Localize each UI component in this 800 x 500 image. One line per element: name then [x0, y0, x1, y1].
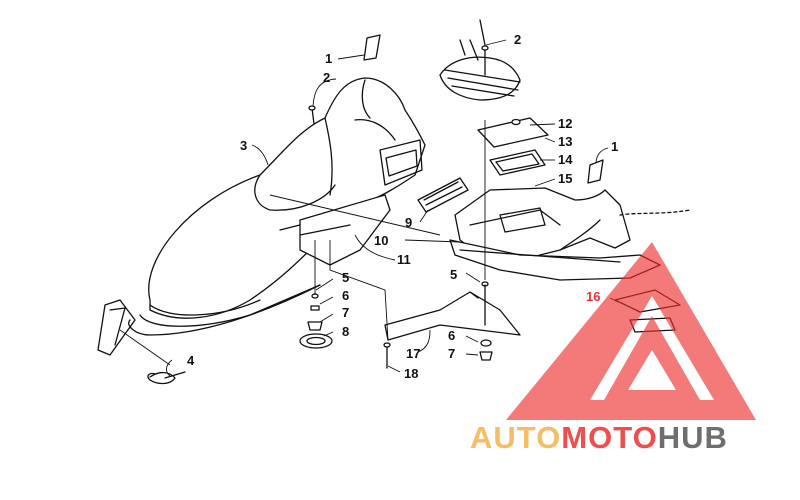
callout-17: 17 — [406, 346, 420, 361]
callout-leaders — [166, 39, 619, 377]
vent-part — [417, 177, 469, 213]
svg-text:AUTOMOTOHUB: AUTOMOTOHUB — [470, 420, 728, 455]
callout-15: 15 — [558, 171, 572, 186]
watermark-hub: HUB — [658, 420, 728, 455]
hood-part — [128, 77, 426, 336]
watermark-moto: MOTO — [561, 420, 657, 455]
watermark-auto: AUTO — [470, 420, 561, 455]
callout-9: 9 — [405, 215, 412, 230]
cable-part — [619, 209, 691, 216]
callout-11: 11 — [397, 252, 411, 267]
callout-7-right: 7 — [448, 346, 455, 361]
callout-4: 4 — [187, 353, 195, 368]
callout-2-left: 2 — [323, 70, 330, 85]
callout-13: 13 — [558, 134, 572, 149]
callout-14: 14 — [558, 152, 573, 167]
callout-3: 3 — [240, 138, 247, 153]
callout-12: 12 — [558, 116, 572, 131]
console-part — [454, 187, 631, 261]
callout-2-top: 2 — [514, 32, 521, 47]
cover-plate-part — [477, 117, 549, 148]
callout-6-right: 6 — [448, 328, 455, 343]
watermark-triangle-icon — [506, 242, 756, 420]
cap-right-part — [587, 159, 604, 184]
callout-1-right: 1 — [611, 139, 618, 154]
callout-1-top: 1 — [325, 51, 332, 66]
center-lines — [119, 120, 486, 366]
cap-top-part — [363, 34, 381, 61]
reflector-left-part — [97, 299, 136, 356]
callout-5-right: 5 — [450, 267, 457, 282]
callout-6-left: 6 — [342, 288, 349, 303]
right-fastener-stack — [479, 281, 493, 361]
screw-left-part — [308, 105, 316, 125]
upper-bracket-part — [439, 19, 521, 101]
callout-5-left: 5 — [342, 270, 349, 285]
callout-labels: 1 2 3 4 5 6 7 8 2 12 13 14 15 1 9 10 11 … — [187, 32, 618, 381]
screw-bottom-part — [383, 342, 391, 369]
bracket-part — [384, 291, 521, 341]
left-fastener-stack — [299, 293, 333, 349]
watermark-logo: AUTOMOTOHUB — [470, 242, 756, 455]
callout-10: 10 — [374, 233, 388, 248]
belly-pan-part — [299, 194, 391, 266]
callout-8: 8 — [342, 324, 349, 339]
callout-16: 16 — [586, 289, 600, 304]
hood-pin-part — [147, 371, 186, 385]
callout-18: 18 — [404, 366, 418, 381]
callout-7-left: 7 — [342, 305, 349, 320]
gasket-part — [489, 149, 546, 176]
